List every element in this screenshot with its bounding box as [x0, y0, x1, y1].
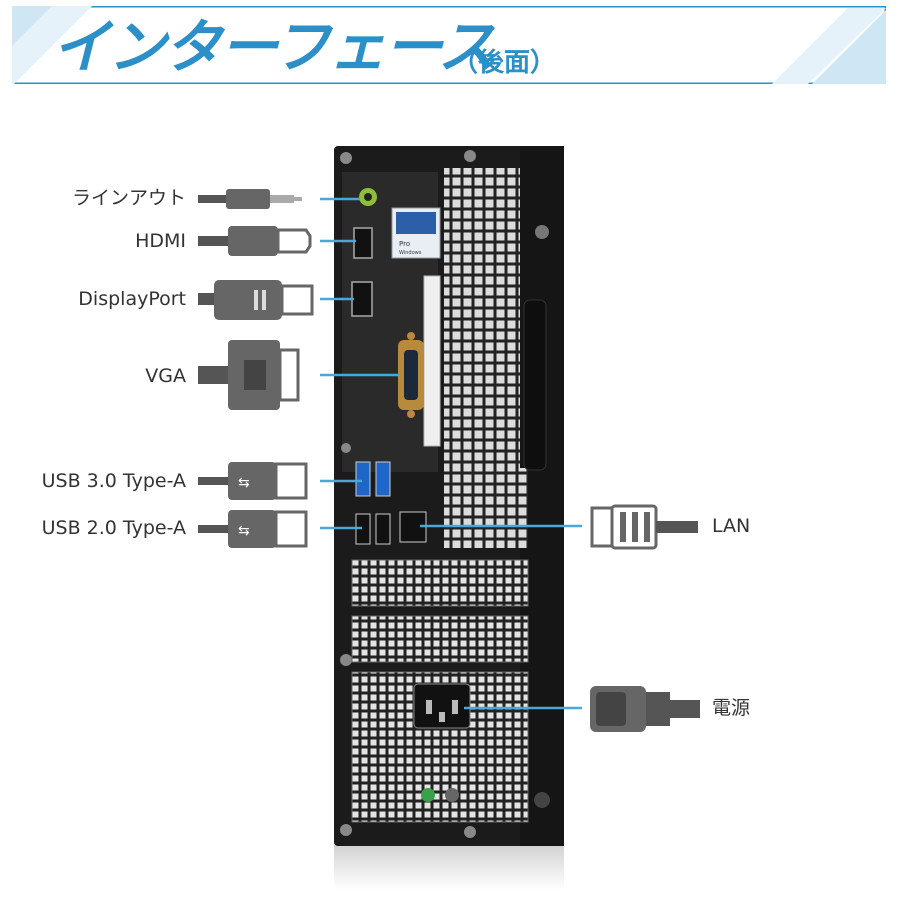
floor-reflection — [334, 842, 564, 890]
svg-text:⇆: ⇆ — [238, 475, 250, 491]
lan-cable-icon — [590, 504, 698, 550]
screw-icon — [464, 826, 476, 838]
hdmi-port — [353, 227, 373, 259]
expansion-slot — [351, 615, 529, 663]
page-title: インターフェース — [52, 13, 496, 81]
upper-vent — [444, 168, 520, 468]
usb3-port — [375, 461, 391, 497]
vga-cable-icon — [198, 340, 300, 410]
label-lan: LAN — [712, 515, 751, 537]
label-usb2: USB 2.0 Type-A — [41, 517, 186, 539]
sticker-line2: Windows — [399, 250, 422, 256]
label-line-out: ラインアウト — [71, 187, 186, 209]
hdmi-cable-icon — [198, 226, 312, 256]
label-usb3: USB 3.0 Type-A — [41, 470, 186, 492]
power-inlet — [413, 683, 471, 729]
header-banner: インターフェース （後面） — [12, 6, 886, 84]
middle-vent — [444, 468, 528, 548]
power-cable-icon — [590, 686, 700, 732]
expansion-slot — [351, 559, 529, 607]
screw-icon — [535, 225, 549, 239]
usb-cable-icon: ⇆ — [198, 462, 308, 500]
screw-icon — [340, 654, 352, 666]
side-latch — [523, 299, 547, 471]
screw-icon — [341, 443, 351, 453]
label-power: 電源 — [712, 697, 751, 719]
leader-lines — [320, 197, 582, 710]
sticker-line1: Pro — [399, 240, 410, 248]
usb-cable-icon: ⇆ — [198, 510, 308, 548]
svg-text:⇆: ⇆ — [238, 523, 250, 539]
psu-test-led — [421, 788, 435, 802]
psu-test-button — [445, 788, 459, 802]
header-frame — [12, 6, 886, 84]
displayport-cable-icon — [198, 280, 314, 320]
usb2-port — [375, 513, 391, 545]
screw-icon — [340, 824, 352, 836]
usb3-port — [355, 461, 371, 497]
audio-cable-icon — [198, 189, 302, 209]
label-vga: VGA — [145, 365, 186, 387]
label-displayport: DisplayPort — [78, 288, 186, 310]
screw-icon — [464, 150, 476, 162]
label-hdmi: HDMI — [135, 230, 186, 252]
screw-icon — [534, 792, 550, 808]
page-subtitle: （後面） — [452, 48, 557, 78]
screw-icon — [340, 152, 352, 164]
